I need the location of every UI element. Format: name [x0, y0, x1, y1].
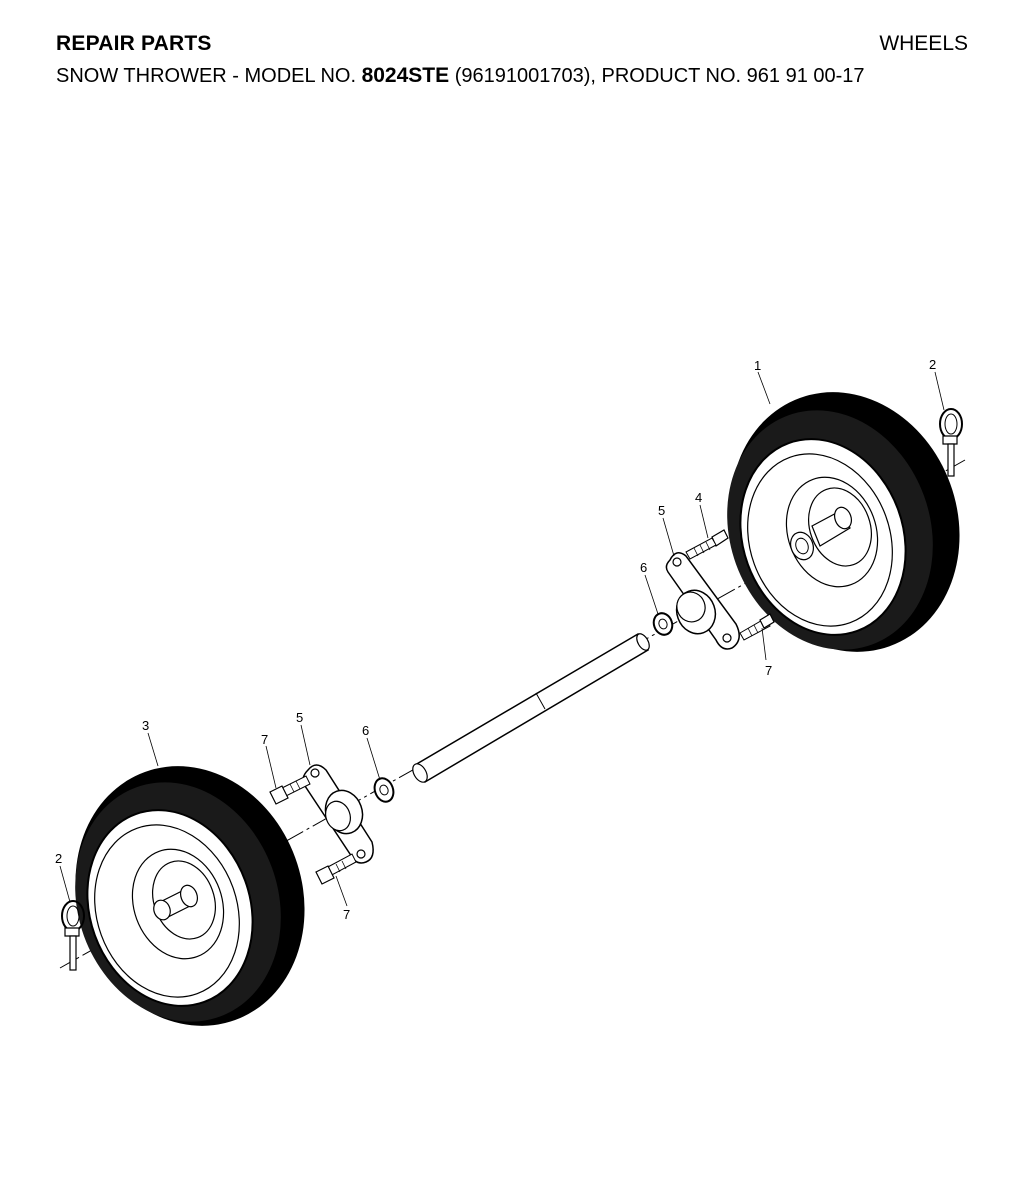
left-top-bolt — [269, 775, 311, 805]
right-hitch-pin — [939, 408, 963, 477]
leader-lines — [59, 371, 945, 907]
callout-7-left-bottom: 7 — [343, 907, 350, 922]
right-washer — [652, 612, 674, 636]
subtitle-suffix: (96191001703), PRODUCT NO. 961 91 00-17 — [454, 65, 865, 87]
model-number: 8024STE — [361, 64, 450, 87]
bolt-4 — [685, 529, 729, 560]
right-bottom-bolt — [739, 613, 775, 641]
left-bearing-flange — [302, 764, 374, 864]
callout-2-left: 2 — [55, 851, 62, 866]
callout-5-left: 5 — [296, 710, 303, 725]
right-bearing-flange — [665, 552, 740, 650]
left-washer — [373, 777, 395, 803]
callout-3: 3 — [142, 718, 149, 733]
model-line: SNOW THROWER - MODEL NO. 8024STE (961910… — [56, 64, 968, 88]
section-title: WHEELS — [879, 32, 968, 55]
page-title: REPAIR PARTS — [56, 32, 212, 55]
left-hitch-pin — [61, 900, 85, 971]
callout-5-right: 5 — [658, 503, 665, 518]
page-header: REPAIR PARTS WHEELS SNOW THROWER - MODEL… — [56, 32, 968, 88]
callout-4: 4 — [695, 490, 702, 505]
left-bottom-bolt — [315, 853, 357, 885]
callout-2-right: 2 — [929, 357, 936, 372]
right-wheel — [727, 392, 960, 652]
axle-shaft — [412, 632, 650, 784]
callout-7-left-top: 7 — [261, 732, 268, 747]
left-wheel — [75, 766, 305, 1026]
subtitle-prefix: SNOW THROWER - MODEL NO. — [56, 65, 356, 87]
callout-6-left: 6 — [362, 723, 369, 738]
callout-1: 1 — [754, 358, 761, 373]
callout-6-right: 6 — [640, 560, 647, 575]
callout-7-right: 7 — [765, 663, 772, 678]
